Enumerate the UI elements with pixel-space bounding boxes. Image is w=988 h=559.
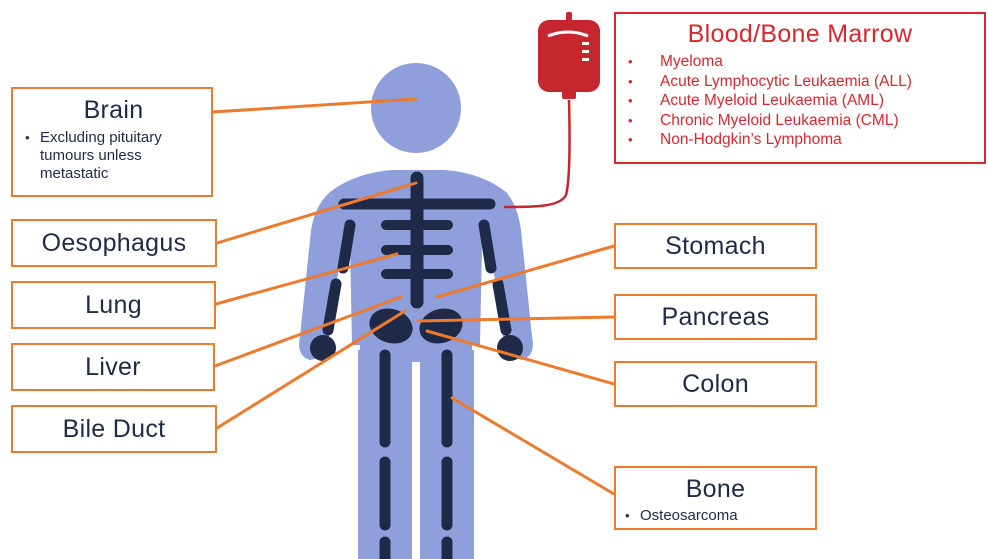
liver-label: Liver <box>85 355 141 380</box>
upper-arm-bone <box>484 225 491 268</box>
list-item: Non-Hodgkin’s Lymphoma <box>616 130 984 150</box>
list-item: Acute Myeloid Leukaemia (AML) <box>616 91 984 111</box>
bile-duct-label: Bile Duct <box>63 417 166 442</box>
brain-notes: Excluding pituitary tumours unless metas… <box>22 129 205 183</box>
head <box>371 63 461 153</box>
bone-note: Osteosarcoma <box>622 507 809 525</box>
lung-box: Lung <box>11 281 216 329</box>
oesophagus-box: Oesophagus <box>11 219 217 267</box>
upper-arm-bone <box>343 225 350 268</box>
list-item: Acute Lymphocytic Leukaemia (ALL) <box>616 72 984 92</box>
bone-title: Bone <box>622 477 809 502</box>
list-item: Myeloma <box>616 52 984 72</box>
liver-box: Liver <box>11 343 215 391</box>
list-item: Chronic Myeloid Leukaemia (CML) <box>616 111 984 131</box>
pancreas-box: Pancreas <box>614 294 817 340</box>
brain-box: Brain Excluding pituitary tumours unless… <box>11 87 213 197</box>
blood-bone-marrow-box: Blood/Bone Marrow Myeloma Acute Lymphocy… <box>614 12 986 164</box>
stomach-box: Stomach <box>614 223 817 269</box>
brain-title: Brain <box>22 98 205 123</box>
blood-bag-icon <box>538 12 600 99</box>
bone-box: Bone Osteosarcoma <box>614 466 817 530</box>
bile-duct-box: Bile Duct <box>11 405 217 453</box>
blood-bone-marrow-title: Blood/Bone Marrow <box>616 22 984 47</box>
brain-note: Excluding pituitary tumours unless metas… <box>22 129 205 183</box>
stomach-label: Stomach <box>665 234 766 259</box>
bone-notes: Osteosarcoma <box>622 507 809 525</box>
colon-label: Colon <box>682 372 749 397</box>
connector-bone <box>452 398 614 494</box>
oesophagus-label: Oesophagus <box>42 231 187 256</box>
blood-bone-marrow-list: Myeloma Acute Lymphocytic Leukaemia (ALL… <box>616 52 984 150</box>
pancreas-label: Pancreas <box>661 305 769 330</box>
lung-label: Lung <box>85 293 142 318</box>
blood-tube <box>504 100 570 207</box>
colon-box: Colon <box>614 361 817 407</box>
